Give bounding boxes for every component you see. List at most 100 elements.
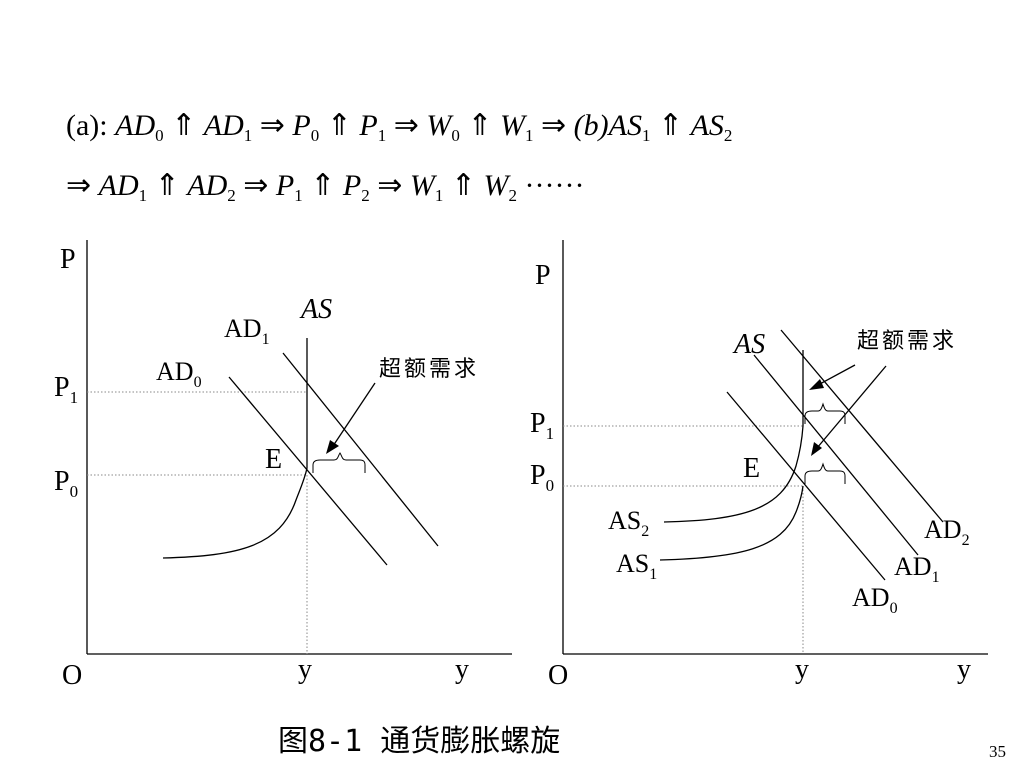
formula-term-base: P [342,169,362,202]
right-origin-label: O [548,660,568,691]
right-as1-label: AS1 [616,549,657,583]
left-as-label: AS [299,294,332,325]
formula-term: W1 [500,109,534,145]
formula-term-base: AS [690,109,724,142]
formula-operator: ⇒ [252,109,293,142]
right-ad1-label: AD1 [894,552,940,586]
right-as1-curve [659,485,804,561]
right-arrowhead-lower [811,442,822,456]
formula-term-base: P [292,109,311,142]
formula-operator: ⇒ [369,169,410,202]
formula-term: AD1 [203,109,253,145]
left-ad1-label: AD1 [224,314,270,348]
right-ad0-label: AD0 [852,583,898,617]
page-number: 35 [989,742,1006,761]
formula-term-subscript: 1 [641,126,651,145]
left-excess-arrowhead [326,440,339,454]
formula-term-subscript: 0 [155,126,164,145]
right-as-label: AS [732,329,765,360]
formula-term-subscript: 2 [508,186,518,205]
right-e-label: E [743,453,760,484]
formula-term: P1 [359,109,387,145]
formula-operator: ⇒ [386,109,427,142]
formula-term-base: W [483,169,509,202]
formula-operator: ⇑ [459,109,500,142]
right-p1-label: P1 [530,408,554,443]
formula-term: W1 [409,169,444,205]
formula-term: AS1 [608,109,651,145]
formula-operator: ⇒ [235,169,276,202]
formula-term-subscript: 2 [227,186,236,205]
formula-term-subscript: 2 [361,186,370,205]
right-y-tick-label: y [795,654,809,685]
right-arrow-lower [816,365,887,449]
formula-term-subscript: 1 [294,186,303,205]
left-x-axis-label: y [455,654,469,685]
formula-term: P0 [292,109,319,145]
formula-term-base: W [426,109,452,142]
right-arrow-upper [817,364,856,386]
right-ad0-line [726,391,886,581]
left-chart: P O y y P1 P0 AD1 AD0 AS E 超额需求 [54,240,512,691]
formula-term-base: AD [98,169,139,202]
right-as2-curve [663,425,804,523]
right-excess-demand-label: 超额需求 [857,329,957,354]
formula-term-base: AD [203,109,244,142]
formula-term: AS2 [690,109,733,145]
formula-colon: : [99,109,116,142]
right-ad2-line [780,329,944,523]
formula-term-subscript: 1 [434,186,444,205]
left-y-tick-label: y [298,654,312,685]
left-p0-label: P0 [54,466,78,501]
right-lower-brace [804,462,846,484]
formula-term: (b) [574,109,609,142]
formula-term-base: W [409,169,435,202]
right-arrowhead-upper [809,379,824,390]
left-excess-brace [312,452,366,473]
right-x-axis-label: y [957,654,971,685]
left-ad0-line [228,376,388,566]
left-ad1-line [282,352,439,547]
right-chart: P O y y P1 P0 AS E AS2 AS1 AD2 AD1 AD0 超… [530,240,988,691]
left-p1-label: P1 [54,372,78,407]
right-upper-brace [804,402,846,424]
formula-case-a: (a) [66,109,100,142]
formula-term-subscript: 1 [377,126,387,145]
formula-operator: ⇑ [319,109,360,142]
left-origin-label: O [62,660,82,691]
formula-term: P2 [342,169,370,205]
formula-term-base: W [500,109,525,142]
formula-operator: ⇑ [147,169,188,202]
formula-term-subscript: 1 [243,126,253,145]
formula-operator: ⇒ [533,109,574,142]
right-ad2-label: AD2 [924,515,970,549]
left-e-label: E [265,444,282,475]
formula-operator: ⇑ [443,169,484,202]
formula-term-base: P [359,109,378,142]
formula-term-base: AS [608,109,642,142]
left-as-curve [162,338,308,559]
formula-line-2: ⇒ AD1 ⇑ AD2 ⇒ P1 ⇑ P2 ⇒ W1 ⇑ W2 ······ [66,168,584,206]
formula-term-subscript: 1 [525,126,534,145]
left-y-axis-label: P [60,244,76,275]
formula-term-base: P [275,169,295,202]
formula-term: AD0 [115,109,164,145]
right-p0-label: P0 [530,460,554,495]
left-excess-demand-label: 超额需求 [379,357,479,382]
formula-term-subscript: 0 [451,126,460,145]
formula-term: AD1 [98,169,148,205]
figure-caption: 图8-1 通货膨胀螺旋 [278,724,561,759]
right-as2-label: AS2 [608,506,649,540]
formula-operator: ⇑ [302,169,343,202]
formula-operator: ⇒ [66,169,99,202]
formula-operator: ⇑ [163,109,204,142]
left-excess-arrow [332,382,376,447]
formula-line-1: (a): AD0 ⇑ AD1 ⇒ P0 ⇑ P1 ⇒ W0 ⇑ W1 ⇒ (b)… [66,108,732,146]
formula-term-subscript: 1 [138,186,148,205]
formula-term: AD2 [187,169,236,205]
formula-operator: ······ [517,169,585,202]
formula-term: P1 [275,169,303,205]
formula-term: W2 [483,169,518,205]
formula-term-subscript: 2 [723,126,733,145]
